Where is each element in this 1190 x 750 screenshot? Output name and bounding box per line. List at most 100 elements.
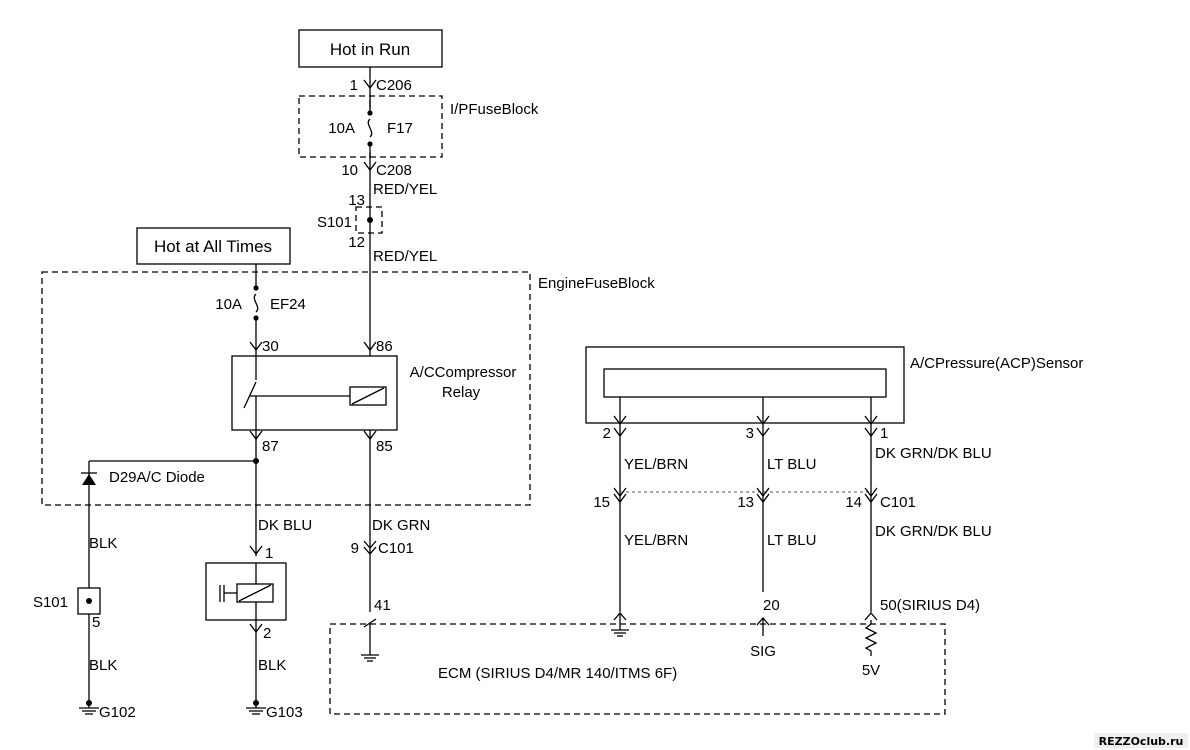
c101-right-pin-15-connector-b — [613, 493, 627, 504]
relay-pin-86-connector — [363, 341, 377, 352]
ecm-outline — [329, 623, 946, 715]
hot-at-all-times-label: Hot at All Times — [154, 237, 272, 256]
relay-label-line-2: Relay — [442, 384, 481, 401]
c101-left-label: C101 — [378, 540, 414, 557]
g103-dot — [253, 700, 259, 706]
wire-color-red-yel-lower: RED/YEL — [373, 248, 437, 265]
c101-right-pin-14: 14 — [845, 494, 862, 511]
sensor-pin-2-connector — [613, 415, 627, 426]
relay-pin-87: 87 — [262, 438, 279, 455]
relay-switch-arm — [243, 381, 257, 409]
ecm-pin-20: 20 — [763, 597, 780, 614]
ecm-5v-connector — [864, 612, 878, 621]
c101-right-pin-15: 15 — [593, 494, 610, 511]
acp-sensor-label: A/CPressure(ACP)Sensor — [910, 355, 1083, 372]
ecm-5v-resistor-icon — [864, 620, 878, 656]
sensor-pin-2-connector-b — [613, 427, 627, 438]
c206-pin: 1 — [350, 77, 358, 94]
engine-fuse-block-outline — [41, 271, 531, 506]
c208-connector-symbol — [363, 161, 377, 172]
ecm-5v-label: 5V — [862, 662, 880, 679]
ef24-terminal-bottom — [253, 315, 259, 321]
wire-color-dk-grn: DK GRN — [372, 517, 430, 534]
diode-icon — [82, 474, 96, 485]
fuse-f17-amps: 10A — [328, 120, 355, 137]
ef24-terminal-top — [253, 285, 259, 291]
c101-right-pin-14-connector-b — [864, 493, 878, 504]
sensor-pin-1-connector-b — [864, 427, 878, 438]
c101-right-label: C101 — [880, 494, 916, 511]
wire-color-dk-grn-dk-blu-upper: DK GRN/DK BLU — [875, 445, 992, 462]
relay-pin-86: 86 — [376, 338, 393, 355]
sensor-pin-3-connector-b — [756, 427, 770, 438]
ecm-pin-41: 41 — [374, 597, 391, 614]
sensor-pin-1-connector — [864, 415, 878, 426]
hot-in-run-label: Hot in Run — [330, 40, 410, 59]
c101-right-pin-14-connector — [864, 487, 878, 498]
s101-pin-13: 13 — [348, 192, 365, 209]
acp-sensor-element — [603, 368, 887, 398]
sensor-pin-3: 3 — [746, 425, 754, 442]
c206-connector-symbol — [363, 79, 377, 90]
c101-right-pin-13-connector — [756, 487, 770, 498]
s101-splice-dot — [367, 217, 373, 223]
wire-color-red-yel-upper: RED/YEL — [373, 181, 437, 198]
relay-pin-30-connector — [249, 341, 263, 352]
g103-label: G103 — [266, 704, 303, 721]
sensor-pin-2: 2 — [603, 425, 611, 442]
ecm-label: ECM (SIRIUS D4/MR 140/ITMS 6F) — [438, 665, 677, 682]
clutch-pin-1: 1 — [265, 545, 273, 562]
c101-left-pin-9: 9 — [351, 540, 359, 557]
engine-fuse-block-label: EngineFuseBlock — [538, 275, 655, 292]
s101-pin-12: 12 — [348, 234, 365, 251]
c206-label: C206 — [376, 77, 412, 94]
c101-right-pin-15-connector — [613, 487, 627, 498]
wire-color-yel-brn-upper: YEL/BRN — [624, 456, 688, 473]
wire-color-yel-brn-lower: YEL/BRN — [624, 532, 688, 549]
relay-pin-85-connector — [363, 430, 377, 441]
ecm-sig-label: SIG — [750, 643, 776, 660]
wire-color-blk-2: BLK — [89, 657, 117, 674]
watermark: REZZOclub.ru — [1099, 735, 1184, 748]
ef24-amps: 10A — [215, 296, 242, 313]
s101-top-label: S101 — [317, 214, 352, 231]
hot-in-run-box — [298, 29, 443, 68]
c208-pin: 10 — [341, 162, 358, 179]
ef24-label: EF24 — [270, 296, 306, 313]
ip-fuse-block-label: I/PFuseBlock — [450, 101, 539, 118]
wire-color-lt-blu-lower: LT BLU — [767, 532, 816, 549]
g102-label: G102 — [99, 704, 136, 721]
ecm-pin-50: 50(SIRIUS D4) — [880, 597, 980, 614]
c208-label: C208 — [376, 162, 412, 179]
clutch-coil-diagonal — [238, 584, 272, 602]
relay-pin-30: 30 — [262, 338, 279, 355]
relay-pin-85: 85 — [376, 438, 393, 455]
c101-right-pin-13: 13 — [737, 494, 754, 511]
s101-bottom-splice-dot — [86, 598, 92, 604]
wire-color-blk-1: BLK — [89, 535, 117, 552]
clutch-pin-1-connector — [249, 545, 263, 556]
relay-pin-87-connector — [249, 430, 263, 441]
fuse-f17-icon — [367, 118, 373, 138]
sensor-pin-1: 1 — [880, 425, 888, 442]
wire-color-dk-blu: DK BLU — [258, 517, 312, 534]
fuse-f17-gap — [360, 108, 380, 152]
diode-label: D29A/C Diode — [109, 469, 205, 486]
c101-left-connector-b — [363, 546, 377, 555]
c101-left-connector-a — [363, 540, 377, 549]
fuse-f17-label: F17 — [387, 120, 413, 137]
fuse-f17-terminal-top — [367, 110, 373, 116]
s101-bottom-label: S101 — [33, 594, 68, 611]
hot-at-all-times-box — [136, 227, 291, 265]
s101-bottom-pin-5: 5 — [92, 614, 100, 631]
s101-splice-box — [355, 206, 383, 234]
relay-label-line-1: A/CCompressor — [410, 364, 517, 381]
wire-color-dk-grn-dk-blu-lower: DK GRN/DK BLU — [875, 523, 992, 540]
watermark-bg — [1094, 733, 1188, 748]
wire-color-lt-blu-upper: LT BLU — [767, 456, 816, 473]
fuse-f17-terminal-bottom — [367, 141, 373, 147]
wire-color-blk-3: BLK — [258, 657, 286, 674]
g102-dot — [86, 700, 92, 706]
relay-coil-diagonal — [351, 387, 385, 405]
